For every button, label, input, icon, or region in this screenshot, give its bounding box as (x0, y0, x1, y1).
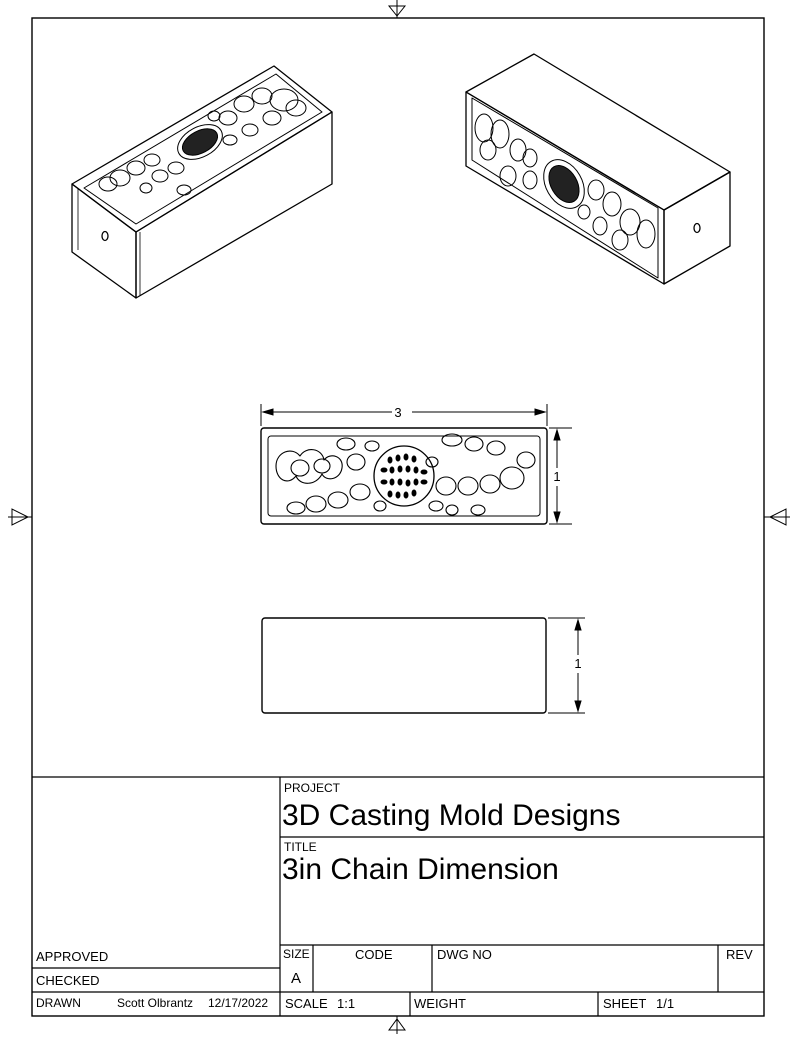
rev-label: REV (726, 947, 753, 962)
dimension-front-height (548, 617, 585, 714)
top-view (260, 427, 548, 525)
front-view (261, 617, 547, 714)
size-label: SIZE (283, 947, 310, 961)
weight-label: WEIGHT (414, 996, 466, 1011)
centering-mark-left (8, 508, 32, 526)
centering-mark-right (764, 508, 790, 526)
code-label: CODE (355, 947, 393, 962)
centering-mark-bottom (388, 1016, 406, 1034)
project-name: 3D Casting Mold Designs (282, 799, 621, 832)
dimension-top-height-label: 1 (553, 469, 560, 484)
approved-label: APPROVED (36, 949, 109, 964)
centering-mark-top (387, 0, 407, 18)
scale-label: SCALE (285, 996, 328, 1011)
scale-value: 1:1 (337, 996, 356, 1011)
size-value: A (291, 970, 302, 987)
dimension-top-width-label: 3 (394, 405, 401, 420)
title-block (32, 776, 764, 1016)
sheet-label: SHEET (603, 996, 647, 1011)
project-label: PROJECT (284, 781, 341, 795)
drawn-by: Scott Olbrantz (117, 996, 194, 1010)
drawn-label: DRAWN (36, 996, 81, 1010)
dwg-no-label: DWG NO (437, 947, 492, 962)
isometric-view-right (465, 53, 731, 285)
dimension-top-width (260, 404, 548, 426)
title-label: TITLE (284, 840, 317, 854)
checked-label: CHECKED (36, 973, 100, 988)
dimension-top-height (549, 427, 572, 525)
drawn-date: 12/17/2022 (208, 996, 269, 1010)
dimension-front-height-label: 1 (574, 656, 581, 671)
sheet-value: 1/1 (656, 996, 675, 1011)
drawing-title: 3in Chain Dimension (282, 853, 559, 886)
isometric-view-left (71, 65, 333, 299)
